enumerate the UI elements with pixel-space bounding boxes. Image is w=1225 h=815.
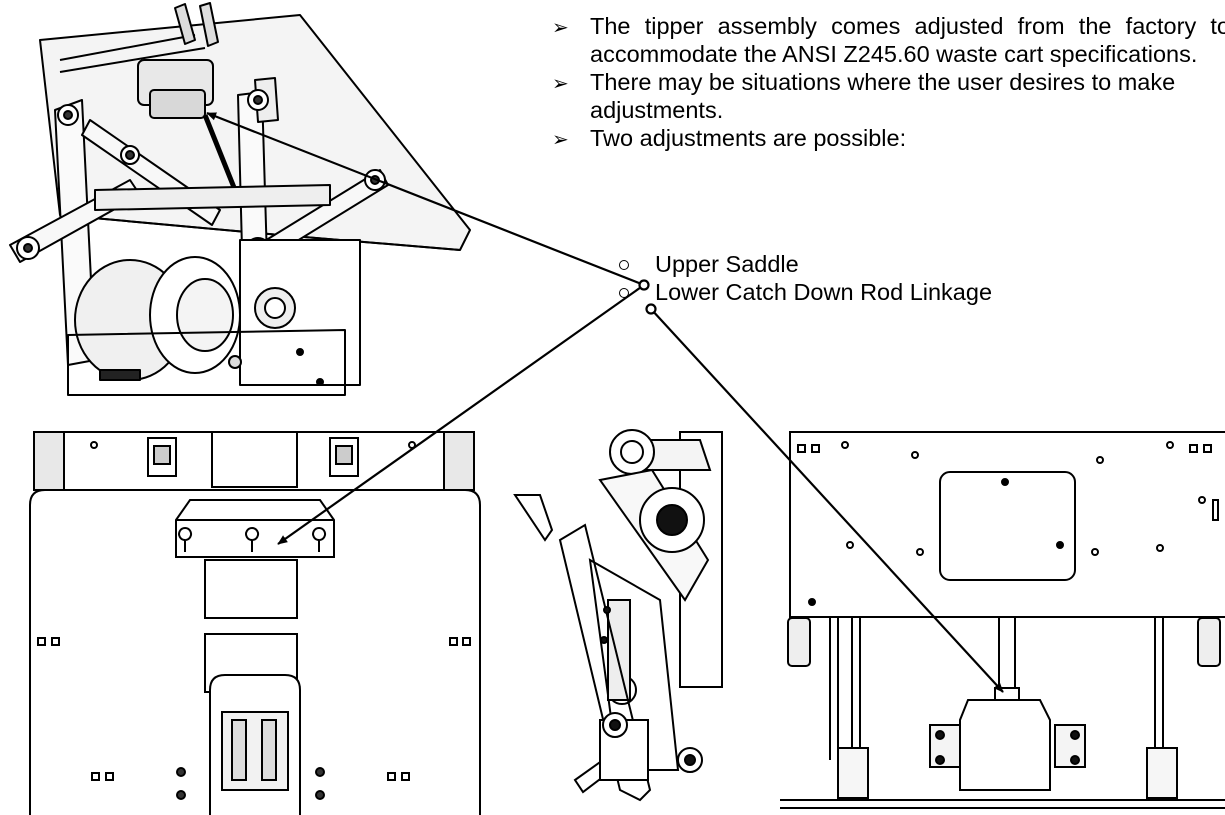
arrowhead-bullet-icon: ➢: [552, 17, 569, 39]
bullet-text: Two adjustments are possible:: [590, 125, 907, 151]
callout-anchor-upper-saddle: [638, 279, 650, 291]
front-view: [29, 431, 481, 815]
isometric-view: [9, 2, 471, 396]
bullet-text: There may be situations where the user d…: [590, 69, 1176, 123]
bullet-item: ➢ Two adjustments are possible:: [552, 124, 1225, 152]
hollow-circle-icon: [619, 260, 629, 270]
hollow-circle-icon: [619, 288, 629, 298]
sub-bullet-item: Lower Catch Down Rod Linkage: [619, 278, 993, 306]
rear-view: [780, 431, 1225, 809]
sub-bullet-text: Upper Saddle: [655, 251, 799, 277]
arrowhead-bullet-icon: ➢: [552, 129, 569, 151]
callout-lines: [206, 111, 1004, 693]
callout-upper-saddle-iso: [206, 111, 645, 287]
bullet-item: ➢ The tipper assembly comes adjusted fro…: [552, 12, 1225, 68]
sub-bullet-text: Lower Catch Down Rod Linkage: [655, 279, 993, 305]
bullet-item: ➢ There may be situations where the user…: [552, 68, 1225, 124]
sub-bullet-list: Upper Saddle Lower Catch Down Rod Linkag…: [552, 250, 992, 306]
callout-upper-saddle-front: [277, 284, 645, 545]
callout-lower-catch-rod: [650, 308, 1004, 693]
bullet-text: The tipper assembly comes adjusted from …: [590, 13, 1225, 67]
sub-bullet-item: Upper Saddle: [619, 250, 992, 278]
arrowhead-bullet-icon: ➢: [552, 73, 569, 95]
side-view: [513, 429, 723, 802]
bullet-list: ➢ The tipper assembly comes adjusted fro…: [552, 12, 1225, 152]
callout-anchor-lower-catch: [645, 303, 657, 315]
